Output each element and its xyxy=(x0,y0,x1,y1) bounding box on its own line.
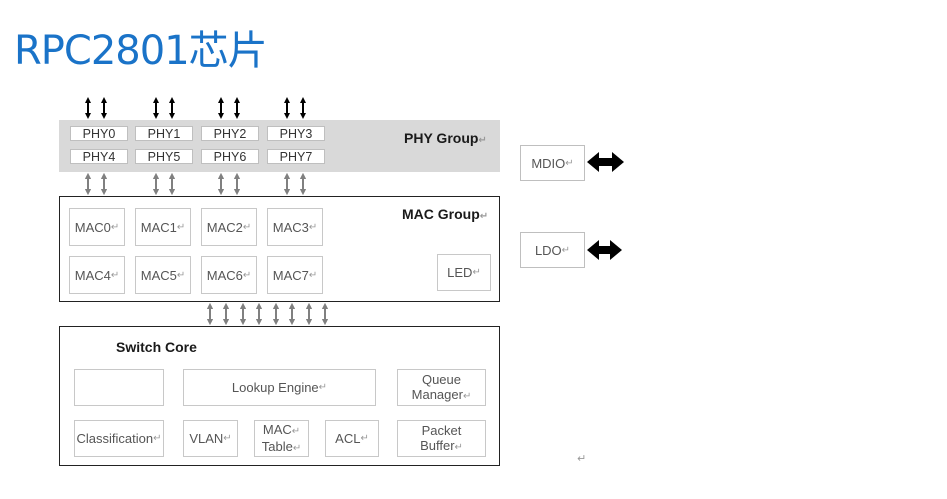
phy-group-label-text: PHY Group xyxy=(404,130,479,146)
led-mark: ↵ xyxy=(472,267,481,278)
phy3-block: PHY3 xyxy=(267,126,325,141)
phy7-block: PHY7 xyxy=(267,149,325,164)
mac1-mark: ↵ xyxy=(176,221,186,233)
lookup-engine-label: Lookup Engine xyxy=(231,380,319,395)
phy1-block: PHY1 xyxy=(135,126,193,141)
phy0-block: PHY0 xyxy=(70,126,128,141)
mac7-mark: ↵ xyxy=(308,269,318,281)
queue-manager-line2-wrap: Manager↵ xyxy=(412,387,472,404)
mac4-mark: ↵ xyxy=(110,269,120,281)
mac-group-label: MAC Group↵ xyxy=(402,206,488,222)
acl-label: ACL xyxy=(335,431,361,446)
mac-table-mark2: ↵ xyxy=(292,442,302,454)
acl-block: ACL↵ xyxy=(325,420,379,457)
queue-manager-mark: ↵ xyxy=(462,390,472,402)
packet-buffer-line2: Buffer xyxy=(420,437,455,453)
mdio-double-arrow xyxy=(587,152,624,172)
mac6-label: MAC6 xyxy=(206,267,243,283)
mac-group-mark: ↵ xyxy=(479,211,489,222)
mac3-mark: ↵ xyxy=(308,221,318,233)
trailing-return-mark: ↵ xyxy=(577,453,587,465)
mac4-block: MAC4↵ xyxy=(69,256,125,294)
phy-group-label: PHY Group↵ xyxy=(404,130,487,146)
queue-manager-line2: Manager xyxy=(411,386,463,402)
vlan-label: VLAN xyxy=(189,431,224,446)
lookup-engine-mark: ↵ xyxy=(318,382,328,393)
mac6-block: MAC6↵ xyxy=(201,256,257,294)
mac2-label: MAC2 xyxy=(206,219,243,235)
lookup-engine-block: Lookup Engine↵ xyxy=(183,369,376,406)
mac7-label: MAC7 xyxy=(272,267,309,283)
ldo-label: LDO xyxy=(534,242,562,258)
led-block: LED↵ xyxy=(437,254,491,291)
mac5-label: MAC5 xyxy=(140,267,177,283)
mac6-mark: ↵ xyxy=(242,269,252,281)
mac5-mark: ↵ xyxy=(176,269,186,281)
mac3-label: MAC3 xyxy=(272,219,309,235)
mac-table-line1: MAC xyxy=(262,421,292,437)
vlan-block: VLAN↵ xyxy=(183,420,238,457)
vlan-mark: ↵ xyxy=(223,433,232,444)
classification-mark: ↵ xyxy=(153,433,162,444)
phy-group-mark: ↵ xyxy=(478,135,487,146)
mac-table-block: MAC↵ Table↵ xyxy=(254,420,309,457)
mac0-label: MAC0 xyxy=(74,219,111,235)
mac-table-line2-wrap: Table↵ xyxy=(262,439,301,456)
packet-buffer-line1: Packet xyxy=(421,422,462,438)
switch-core-label: Switch Core xyxy=(116,339,197,355)
phy6-block: PHY6 xyxy=(201,149,259,164)
mac5-block: MAC5↵ xyxy=(135,256,191,294)
mdio-label: MDIO xyxy=(531,155,566,171)
phy4-block: PHY4 xyxy=(70,149,128,164)
mac0-mark: ↵ xyxy=(110,221,120,233)
mac2-mark: ↵ xyxy=(242,221,252,233)
mac1-label: MAC1 xyxy=(140,219,177,235)
mac3-block: MAC3↵ xyxy=(267,208,323,246)
mdio-block: MDIO↵ xyxy=(520,145,585,181)
phy2-block: PHY2 xyxy=(201,126,259,141)
led-label: LED xyxy=(447,265,473,280)
ldo-double-arrow xyxy=(587,240,622,260)
queue-manager-line1: Queue xyxy=(421,371,462,387)
mac-table-mark1: ↵ xyxy=(291,425,301,437)
queue-manager-block: Queue Manager↵ xyxy=(397,369,486,406)
classification-label: Classification xyxy=(76,431,154,446)
ldo-block: LDO↵ xyxy=(520,232,585,268)
mac2-block: MAC2↵ xyxy=(201,208,257,246)
packet-buffer-block: Packet Buffer↵ xyxy=(397,420,486,457)
acl-mark: ↵ xyxy=(360,433,369,444)
blank-block xyxy=(74,369,164,406)
mdio-mark: ↵ xyxy=(565,157,574,169)
page-title: RPC2801芯片 xyxy=(14,28,268,74)
mac1-block: MAC1↵ xyxy=(135,208,191,246)
mac7-block: MAC7↵ xyxy=(267,256,323,294)
packet-buffer-line2-wrap: Buffer↵ xyxy=(420,438,463,455)
mac-table-line1-wrap: MAC↵ xyxy=(263,422,300,439)
packet-buffer-mark: ↵ xyxy=(454,441,463,453)
mac-group-label-text: MAC Group xyxy=(402,206,480,222)
mac0-block: MAC0↵ xyxy=(69,208,125,246)
mac-table-line2: Table xyxy=(261,438,293,454)
ldo-mark: ↵ xyxy=(561,244,571,256)
classification-block: Classification↵ xyxy=(74,420,164,457)
mac4-label: MAC4 xyxy=(74,267,111,283)
phy5-block: PHY5 xyxy=(135,149,193,164)
